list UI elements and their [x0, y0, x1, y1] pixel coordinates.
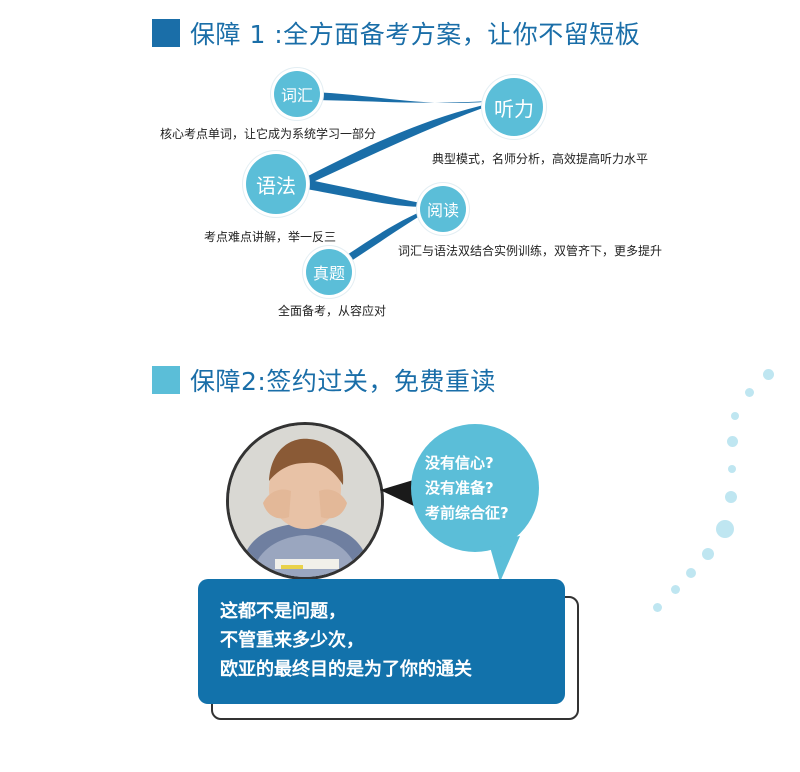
- dot: [702, 548, 714, 560]
- dot: [686, 568, 696, 578]
- caption-vocab: 核心考点单词，让它成为系统学习一部分: [160, 127, 377, 141]
- dot: [731, 412, 739, 420]
- section2-title: 保障2:签约过关，免费重读: [190, 367, 496, 396]
- caption-listening: 典型模式，名师分析，高效提高听力水平: [432, 152, 649, 166]
- dot: [716, 520, 734, 538]
- bubble-tail-left: [380, 478, 420, 508]
- dot: [763, 369, 774, 380]
- node-grammar: 语法: [246, 154, 306, 214]
- dot: [653, 603, 662, 612]
- node-exam: 真题: [306, 249, 352, 295]
- bubble-line-3: 考前综合征?: [425, 503, 509, 522]
- dot: [725, 491, 737, 503]
- heading-square-icon: [152, 19, 180, 47]
- speech-bubble: 没有信心? 没有准备? 考前综合征?: [411, 424, 539, 552]
- message-line-3: 欧亚的最终目的是为了你的通关: [220, 659, 472, 680]
- message-line-1: 这都不是问题，: [220, 601, 346, 622]
- heading-square-icon: [152, 366, 180, 394]
- message-box: 这都不是问题， 不管重来多少次， 欧亚的最终目的是为了你的通关: [198, 579, 565, 704]
- section1-title: 保障 1 :全方面备考方案，让你不留短板: [190, 20, 641, 49]
- child-illustration: [229, 425, 381, 577]
- message-line-2: 不管重来多少次，: [220, 630, 364, 651]
- dot: [727, 436, 738, 447]
- flow-ribbon-exam-reading: [330, 204, 440, 272]
- node-reading: 阅读: [420, 186, 466, 232]
- section2-heading: 保障2:签约过关，免费重读: [152, 363, 496, 397]
- flow-ribbon-vocab-listening: [300, 92, 505, 104]
- bubble-line-2: 没有准备?: [425, 478, 494, 497]
- dot: [745, 388, 754, 397]
- dot: [671, 585, 680, 594]
- caption-reading: 词汇与语法双结合实例训练，双管齐下，更多提升: [398, 244, 663, 258]
- section1-heading: 保障 1 :全方面备考方案，让你不留短板: [152, 16, 640, 50]
- caption-grammar: 考点难点讲解，举一反三: [204, 230, 337, 244]
- node-vocab: 词汇: [274, 71, 320, 117]
- child-photo: [226, 422, 384, 580]
- bubble-line-1: 没有信心?: [425, 453, 494, 472]
- dot: [728, 465, 736, 473]
- node-listening: 听力: [485, 78, 543, 136]
- caption-exam: 全面备考，从容应对: [278, 304, 387, 318]
